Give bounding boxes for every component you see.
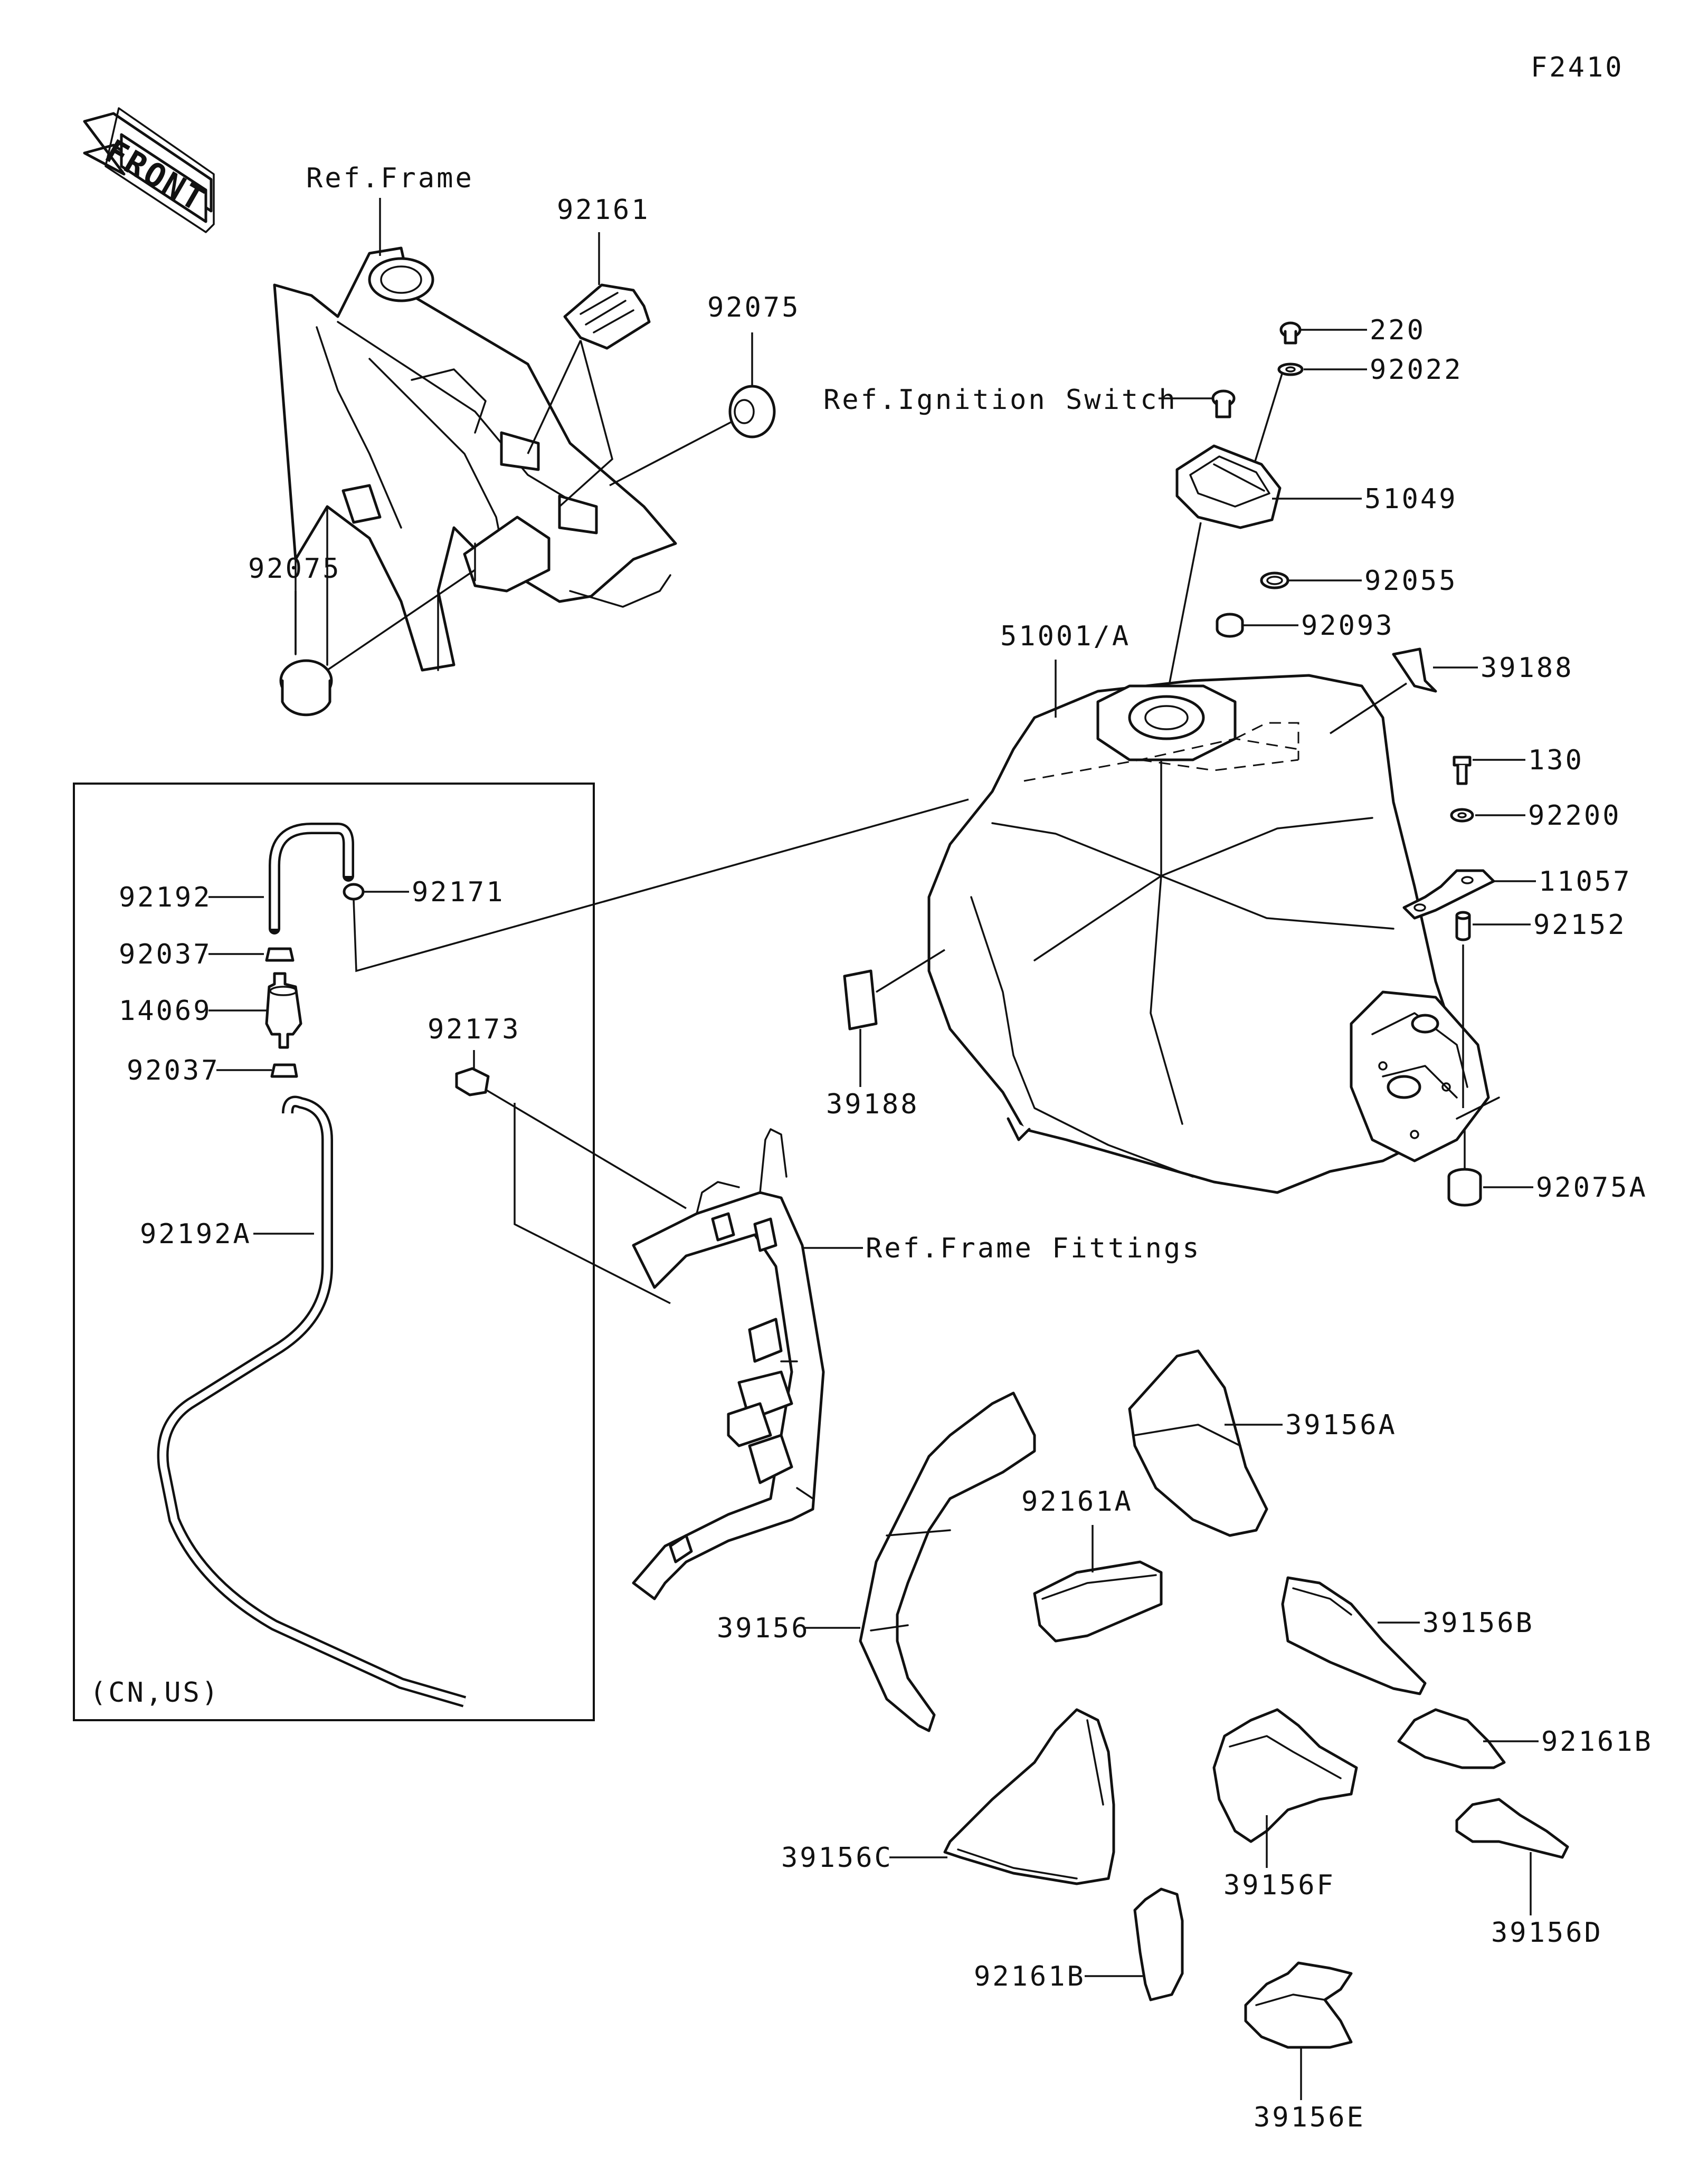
part-label-92093: 92093 [1301,610,1394,642]
part-label-92161A: 92161A [1021,1486,1133,1518]
part-label-130: 130 [1528,745,1584,776]
part-label-92055: 92055 [1364,565,1458,597]
fuel-tank-51001 [927,674,1500,1194]
damper-92075-left [279,659,333,717]
cover-39156D [1455,1798,1569,1859]
clamp-92037-bot [270,1063,298,1078]
collar-92152 [1455,911,1471,941]
part-label-39156F: 39156F [1223,1870,1335,1901]
ref-frame-fittings-label: Ref.Frame Fittings [866,1233,1201,1264]
part-label-92075-left: 92075 [248,553,341,585]
part-label-92075A: 92075A [1536,1172,1648,1204]
part-label-92192: 92192 [119,882,212,913]
ref-frame-label: Ref.Frame [306,163,474,194]
part-label-92037-top: 92037 [119,939,212,970]
part-label-92173: 92173 [428,1014,521,1045]
cover-39156A [1128,1349,1268,1537]
decal-39188-left [843,969,878,1031]
part-label-39188-left: 39188 [826,1089,919,1120]
part-label-39188-top: 39188 [1481,652,1574,684]
pad-92161B-left [1133,1887,1184,2001]
frame-fittings-drawing [632,1128,825,1600]
region-note: (CN,US) [90,1677,220,1709]
part-label-39156E: 39156E [1254,2102,1365,2133]
part-label-11057: 11057 [1539,866,1632,898]
o-ring-92055 [1260,571,1289,589]
part-label-92075-top: 92075 [707,292,801,323]
cover-39156C [943,1708,1115,1885]
gasket-92093 [1216,613,1244,638]
part-label-220: 220 [1370,314,1426,346]
screw-220 [1279,321,1302,345]
hose-92192 [269,823,354,934]
frame-drawing [273,246,677,672]
fuel-cap-51049 [1175,444,1282,529]
part-label-39156B: 39156B [1422,1607,1534,1639]
figure-code: F2410 [1531,52,1624,83]
cover-39156F [1212,1708,1358,1843]
ref-ignition-switch-label: Ref.Ignition Switch [823,384,1178,416]
cover-39156B [1281,1576,1427,1695]
filter-14069 [265,972,302,1049]
cover-39156E [1244,1961,1353,2049]
part-label-51001: 51001/A [1000,621,1131,652]
clamp-92037-top [265,947,295,962]
part-label-92152: 92152 [1533,909,1627,941]
part-label-39156D: 39156D [1491,1917,1603,1949]
cn-us-box [73,783,595,1721]
clip-92171 [343,883,365,901]
part-label-51049: 51049 [1364,483,1458,515]
clip-92173 [455,1067,490,1096]
part-label-92022: 92022 [1370,354,1463,386]
bolt-130 [1453,756,1472,785]
part-label-92161: 92161 [557,194,650,226]
part-label-92037-bot: 92037 [127,1055,220,1086]
decal-39188-top [1392,647,1437,693]
damper-92075A [1447,1168,1482,1207]
part-label-92192A: 92192A [140,1218,252,1250]
washer-92022 [1277,363,1304,376]
pad-92161A [1033,1560,1163,1643]
screw-ignition [1211,389,1236,418]
part-label-39156: 39156 [717,1613,810,1644]
pad-92161 [563,283,651,350]
cover-39156 [859,1391,1036,1732]
damper-92075-top [728,385,776,438]
hose-92192A [157,1095,467,1708]
part-label-92200: 92200 [1528,800,1621,832]
part-label-92161B-right: 92161B [1541,1726,1653,1758]
part-label-92161B-left: 92161B [974,1961,1086,1992]
part-label-39156C: 39156C [781,1842,893,1874]
washer-92200 [1450,808,1474,823]
part-label-14069: 14069 [119,995,212,1027]
pad-92161B-right [1397,1708,1506,1769]
part-label-92171: 92171 [412,876,505,908]
part-label-39156A: 39156A [1285,1409,1397,1441]
front-arrow-icon: FRONT [83,107,215,233]
